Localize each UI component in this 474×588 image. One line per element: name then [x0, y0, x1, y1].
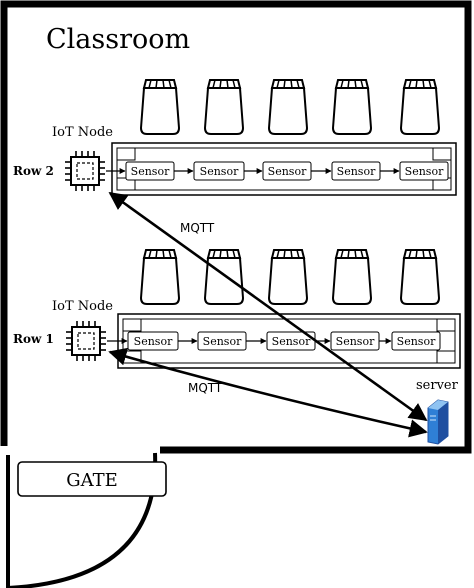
- iot-node-label-row-1: IoT Node: [52, 299, 113, 314]
- chair: [332, 79, 372, 135]
- chairs-row-1: [140, 249, 440, 305]
- iot-node-chip-icon: [64, 150, 106, 192]
- server-icon: [427, 399, 449, 445]
- chair: [400, 79, 440, 135]
- chair: [204, 249, 244, 305]
- sensor-label: Sensor: [397, 335, 436, 348]
- sensor-label: Sensor: [134, 335, 173, 348]
- sensor-label: Sensor: [268, 165, 307, 178]
- row-label-row-2: Row 2: [13, 164, 54, 178]
- row-label-row-1: Row 1: [13, 332, 54, 346]
- chair: [400, 249, 440, 305]
- room-title: Classroom: [46, 24, 190, 55]
- mqtt-label-row-1: MQTT: [188, 381, 223, 395]
- room-wall: [0, 0, 472, 454]
- sensor-label: Sensor: [337, 165, 376, 178]
- sensor-label: Sensor: [272, 335, 311, 348]
- server-label: server: [416, 378, 459, 393]
- mqtt-label-row-2: MQTT: [180, 221, 215, 235]
- chair: [268, 249, 308, 305]
- iot-node-label-row-2: IoT Node: [52, 125, 113, 140]
- gate-door: [0, 446, 167, 588]
- sensor-chain-row-2: Sensor Sensor Sensor Sensor Sensor: [106, 161, 449, 181]
- chair: [140, 249, 180, 305]
- sensor-label: Sensor: [405, 165, 444, 178]
- chairs-row-2: [140, 79, 440, 135]
- sensor-label: Sensor: [336, 335, 375, 348]
- sensor-label: Sensor: [131, 165, 170, 178]
- sensor-label: Sensor: [203, 335, 242, 348]
- chair: [204, 79, 244, 135]
- chair: [268, 79, 308, 135]
- sensor-label: Sensor: [200, 165, 239, 178]
- mqtt-link-row-1: [108, 347, 428, 438]
- chair: [140, 79, 180, 135]
- iot-node-chip-icon: [65, 320, 107, 362]
- mqtt-link-row-2: [108, 191, 428, 422]
- chair: [332, 249, 372, 305]
- gate-label: GATE: [66, 470, 118, 491]
